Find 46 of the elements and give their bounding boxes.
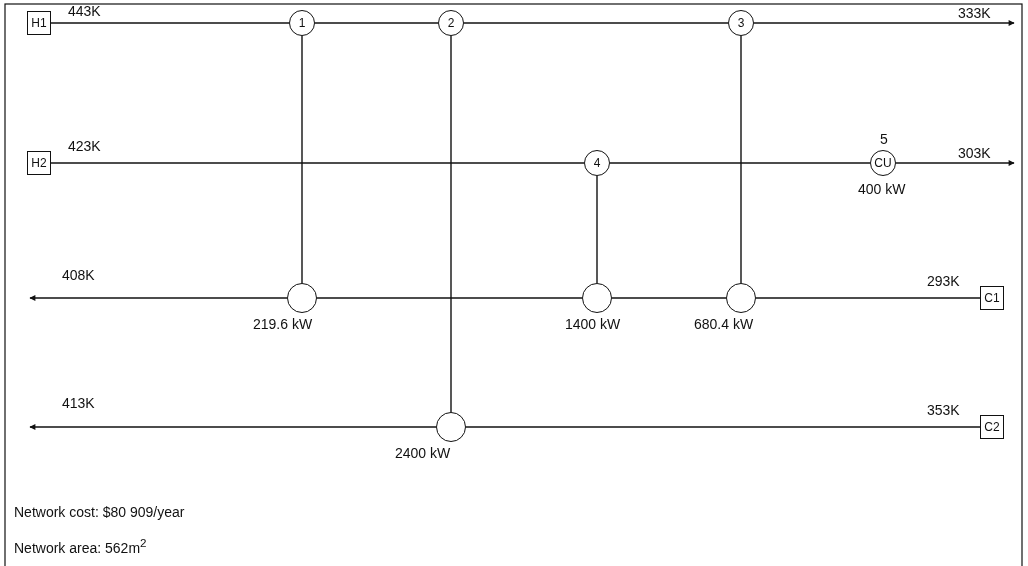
node-label: H1 (31, 16, 47, 30)
node-label: 2 (447, 16, 455, 30)
exchanger-circle (584, 150, 610, 176)
connector-line (609, 162, 871, 164)
stream-value: 293K (927, 273, 960, 289)
connector-line (450, 35, 452, 413)
exchanger-circle (289, 10, 315, 36)
exchanger-circle (438, 10, 464, 36)
node-label: 4 (593, 156, 601, 170)
stream-value: 353K (927, 402, 960, 418)
stream-value: 680.4 kW (694, 316, 754, 332)
stream-value: 423K (68, 138, 101, 154)
temperature-label: 333K (958, 5, 991, 21)
arrow (29, 295, 288, 301)
temperature-label: 413K (62, 395, 95, 411)
temperature-label: 408K (62, 267, 95, 283)
node-label: C2 (984, 420, 1000, 434)
connector-line (740, 35, 742, 284)
temperature-label: 303K (958, 145, 991, 161)
arrow (29, 424, 437, 430)
connector-line (611, 297, 727, 299)
node-label: 1 (298, 16, 306, 30)
node-label: C1 (984, 291, 1000, 305)
stream-value: 2400 kW (395, 445, 451, 461)
note-text: Network cost: $80 909/year (14, 504, 185, 520)
note-text: Network area: 562m$^{2}$ (14, 536, 147, 556)
node-label: 3 (737, 16, 745, 30)
stream-value: 1400 kW (565, 316, 621, 332)
exchanger-number: 5 (880, 131, 888, 147)
connector-line (316, 297, 583, 299)
node-label: H2 (31, 156, 47, 170)
stream-value: 443K (68, 3, 101, 19)
connector-line (755, 297, 981, 299)
arrow (895, 160, 1015, 166)
connector-line (301, 35, 303, 284)
connector-line (596, 175, 598, 284)
stream-value: 219.6 kW (253, 316, 313, 332)
connector-line (50, 22, 290, 24)
connector-line (314, 22, 439, 24)
stream-value: 400 kW (858, 181, 906, 197)
connector-line (463, 22, 729, 24)
arrow (753, 20, 1015, 26)
node-label: CU (874, 156, 892, 170)
exchanger-circle (728, 10, 754, 36)
connector-line (465, 426, 981, 428)
connector-line (50, 162, 585, 164)
